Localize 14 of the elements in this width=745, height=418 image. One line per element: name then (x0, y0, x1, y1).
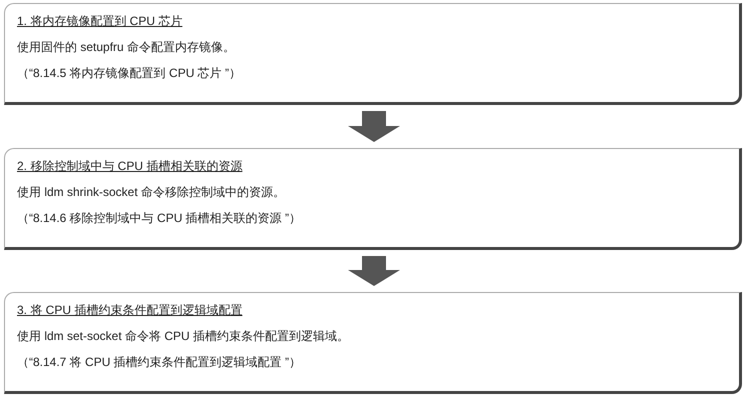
instruction-text: 使用固件的 setupfru 命令配置内存镜像。 (17, 39, 236, 55)
step-heading: 3. 将 CPU 插槽约束条件配置到逻辑域配置 (17, 302, 242, 318)
instruction-text: 使用 ldm set-socket 命令将 CPU 插槽约束条件配置到逻辑域。 (17, 328, 350, 344)
step-box (4, 3, 742, 105)
reference-text: （“8.14.7 将 CPU 插槽约束条件配置到逻辑域配置 ”） (17, 354, 302, 370)
instruction-text: 使用 ldm shrink-socket 命令移除控制域中的资源。 (17, 184, 286, 200)
arrow (348, 111, 400, 142)
reference-text: （“8.14.5 将内存镜像配置到 CPU 芯片 ”） (17, 65, 242, 81)
step-heading: 1. 将内存镜像配置到 CPU 芯片 (17, 13, 182, 29)
reference-text: （“8.14.6 移除控制域中与 CPU 插槽相关联的资源 ”） (17, 210, 302, 226)
arrow (348, 256, 400, 286)
step-box (4, 292, 742, 394)
step-heading: 2. 移除控制域中与 CPU 插槽相关联的资源 (17, 158, 242, 174)
step-box (4, 148, 742, 250)
